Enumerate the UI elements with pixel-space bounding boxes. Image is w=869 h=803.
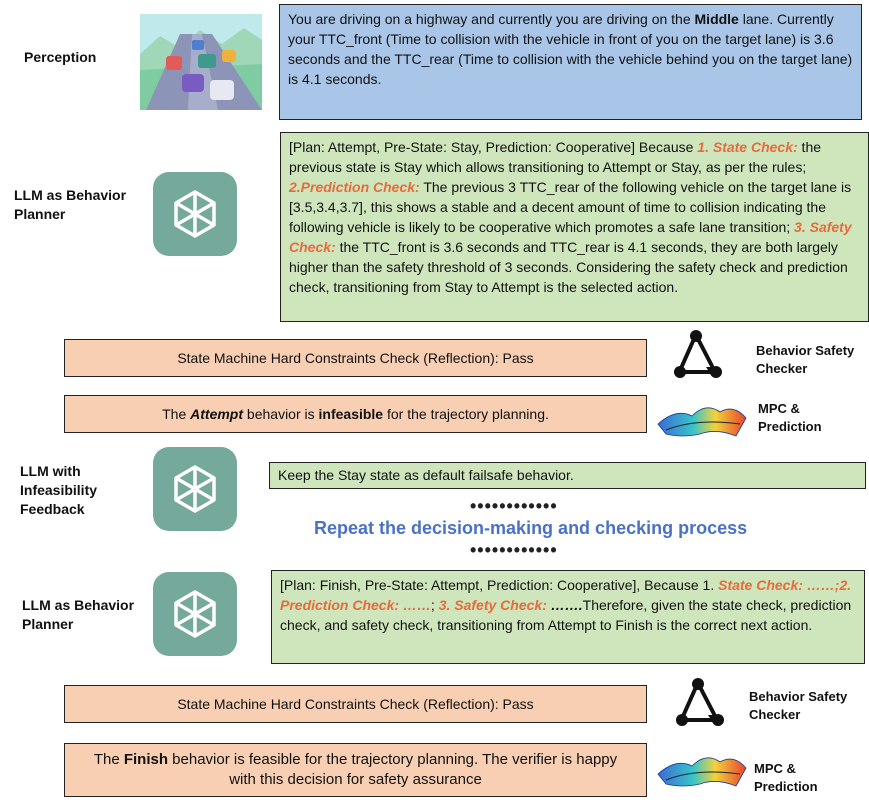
text-segment: 2.Prediction Check: xyxy=(289,179,420,195)
repeat-text: Repeat the decision-making and checking … xyxy=(314,518,748,538)
state-check-box-1: State Machine Hard Constraints Check (Re… xyxy=(64,339,647,377)
dots-bottom: •••••••••••• xyxy=(470,540,558,560)
perception-text: You are driving on a highway and current… xyxy=(288,11,852,87)
text-segment: the TTC_front is 3.6 seconds and TTC_rea… xyxy=(289,239,848,295)
safety-checker-label-2: Behavior Safety Checker xyxy=(749,689,848,722)
text-segment: [Plan: Finish, Pre-State: Attempt, Predi… xyxy=(280,577,719,593)
text-segment: State Check: ……; xyxy=(718,577,840,593)
text-segment: 3. Safety Check: xyxy=(289,219,852,255)
mpc-result-text-2: The Finish behavior is feasible for the … xyxy=(79,750,632,790)
text-segment: behavior is feasible for the trajectory … xyxy=(168,751,618,788)
text-segment: behavior is xyxy=(243,406,319,422)
dots-top: •••••••••••• xyxy=(470,496,558,516)
state-check-text-2: State Machine Hard Constraints Check (Re… xyxy=(177,694,533,714)
planner-text-2: [Plan: Finish, Pre-State: Attempt, Predi… xyxy=(280,577,851,633)
text-segment: State Machine Hard Constraints Check (Re… xyxy=(177,696,534,712)
text-segment: The xyxy=(162,406,191,422)
text-segment: 3. Safety Check: xyxy=(438,597,547,613)
state-check-box-2: State Machine Hard Constraints Check (Re… xyxy=(64,685,647,723)
cycle-graph-icon xyxy=(672,676,728,732)
planner-label-1: LLM as Behavior Planner xyxy=(14,187,127,222)
feedback-text: Keep the Stay state as default failsafe … xyxy=(278,467,574,483)
text-segment: State Machine Hard Constraints Check (Re… xyxy=(177,350,534,366)
text-segment: 2. Prediction Check: …… xyxy=(280,577,852,613)
text-segment: the previous state is Stay which allows … xyxy=(289,139,822,175)
text-segment: The previous 3 TTC_rear of the following… xyxy=(289,179,852,235)
perception-label: Perception xyxy=(24,49,97,65)
planner-label-2: LLM as Behavior Planner xyxy=(22,597,135,632)
text-segment: ; xyxy=(430,597,439,613)
state-check-text-1: State Machine Hard Constraints Check (Re… xyxy=(177,348,533,368)
infeasibility-label: LLM with Infeasibility Feedback xyxy=(20,463,98,517)
text-segment: The xyxy=(93,751,124,768)
planner-text-1: [Plan: Attempt, Pre-State: Stay, Predict… xyxy=(289,139,852,295)
safety-checker-label-1: Behavior Safety Checker xyxy=(756,343,855,376)
mpc-surface-icon xyxy=(656,394,748,440)
mpc-label-2: MPC & Prediction xyxy=(754,761,818,794)
text-segment: Attempt xyxy=(190,406,244,422)
highway-illustration xyxy=(140,14,262,110)
mpc-result-box-2: The Finish behavior is feasible for the … xyxy=(64,743,647,797)
cycle-graph-icon xyxy=(670,328,726,384)
text-segment: [Plan: Attempt, Pre-State: Stay, Predict… xyxy=(289,139,698,155)
text-segment: You are driving on a highway and current… xyxy=(288,11,695,27)
text-segment: for the trajectory planning. xyxy=(383,406,549,422)
text-segment: ……. xyxy=(546,597,583,613)
chatgpt-logo-icon xyxy=(153,447,237,531)
perception-box: You are driving on a highway and current… xyxy=(279,4,862,120)
text-segment: lane. Currently your TTC_front (Time to … xyxy=(288,11,853,87)
mpc-result-box-1: The Attempt behavior is infeasible for t… xyxy=(64,395,647,433)
chatgpt-logo-icon xyxy=(153,572,237,656)
text-segment: infeasible xyxy=(318,406,384,422)
text-segment: 1. State Check: xyxy=(697,139,798,155)
text-segment: Finish xyxy=(123,751,169,768)
text-segment: Therefore, given the state check, predic… xyxy=(280,597,852,633)
planner-box-2: [Plan: Finish, Pre-State: Attempt, Predi… xyxy=(271,570,865,664)
feedback-box: Keep the Stay state as default failsafe … xyxy=(269,462,866,489)
planner-box-1: [Plan: Attempt, Pre-State: Stay, Predict… xyxy=(280,132,869,322)
chatgpt-logo-icon xyxy=(153,172,237,256)
mpc-surface-icon xyxy=(656,744,748,790)
mpc-label-1: MPC & Prediction xyxy=(758,401,822,434)
text-segment: Keep the Stay state as default failsafe … xyxy=(278,467,574,483)
mpc-result-text-1: The Attempt behavior is infeasible for t… xyxy=(162,404,549,424)
text-segment: Middle xyxy=(694,11,739,27)
